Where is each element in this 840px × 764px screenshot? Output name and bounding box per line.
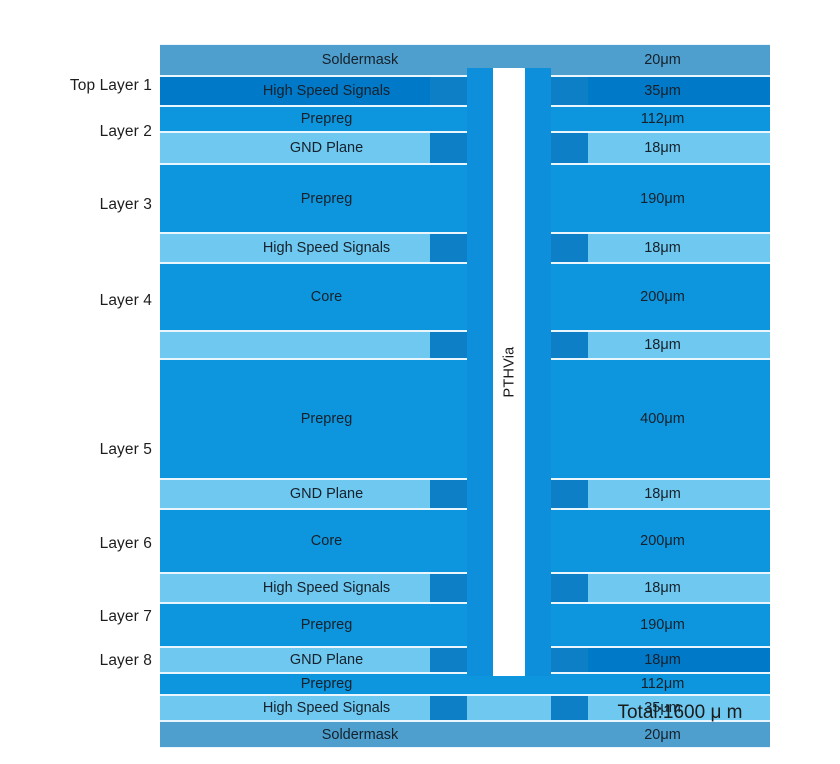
via-pad-right bbox=[551, 696, 588, 720]
layer-fill-right bbox=[588, 648, 770, 672]
via-pad-left bbox=[430, 696, 467, 720]
via-pad-right bbox=[551, 77, 588, 105]
layer-fill bbox=[160, 674, 770, 694]
via-pad-right bbox=[551, 574, 588, 602]
layer-label-3: Layer 4 bbox=[99, 292, 152, 309]
via-pad-left bbox=[430, 133, 467, 163]
layer-fill bbox=[160, 107, 770, 131]
via-pad-right bbox=[551, 648, 588, 672]
layer-label-1: Layer 2 bbox=[99, 123, 152, 140]
total-thickness-label: Total:1600 μ m bbox=[617, 702, 743, 723]
via-label: PTHVia bbox=[493, 68, 525, 676]
stack-layer-7: 18μm bbox=[160, 331, 770, 359]
layer-label-0: Top Layer 1 bbox=[69, 77, 152, 94]
via-pad-left bbox=[430, 234, 467, 262]
via-pad-left bbox=[430, 332, 467, 358]
layer-label-7: Layer 8 bbox=[99, 652, 152, 669]
layer-fill bbox=[160, 360, 770, 478]
via-pad-left bbox=[430, 480, 467, 508]
via-pad-right bbox=[551, 133, 588, 163]
via-barrel-left bbox=[467, 68, 493, 676]
via-pad-left bbox=[430, 648, 467, 672]
via-pad-right bbox=[551, 480, 588, 508]
via-pad-right bbox=[551, 332, 588, 358]
layer-label-4: Layer 5 bbox=[99, 441, 152, 458]
layer-fill bbox=[160, 722, 770, 747]
layer-fill bbox=[160, 604, 770, 646]
layer-fill bbox=[160, 510, 770, 572]
layer-label-6: Layer 7 bbox=[99, 608, 152, 625]
via-label-text: PTHVia bbox=[501, 346, 517, 398]
layer-label-column: Top Layer 1 Layer 2 Layer 3 Layer 4 Layer 5 L… bbox=[0, 0, 152, 700]
layer-fill bbox=[160, 264, 770, 330]
via-pad-left bbox=[430, 77, 467, 105]
via-hole bbox=[493, 68, 525, 676]
via-pad-right bbox=[551, 234, 588, 262]
layer-label-5: Layer 6 bbox=[99, 535, 152, 552]
layer-fill bbox=[160, 45, 770, 75]
via-pad-left bbox=[430, 574, 467, 602]
layer-label-2: Layer 3 bbox=[99, 196, 152, 213]
layer-fill bbox=[160, 165, 770, 232]
via-barrel-right bbox=[525, 68, 551, 676]
